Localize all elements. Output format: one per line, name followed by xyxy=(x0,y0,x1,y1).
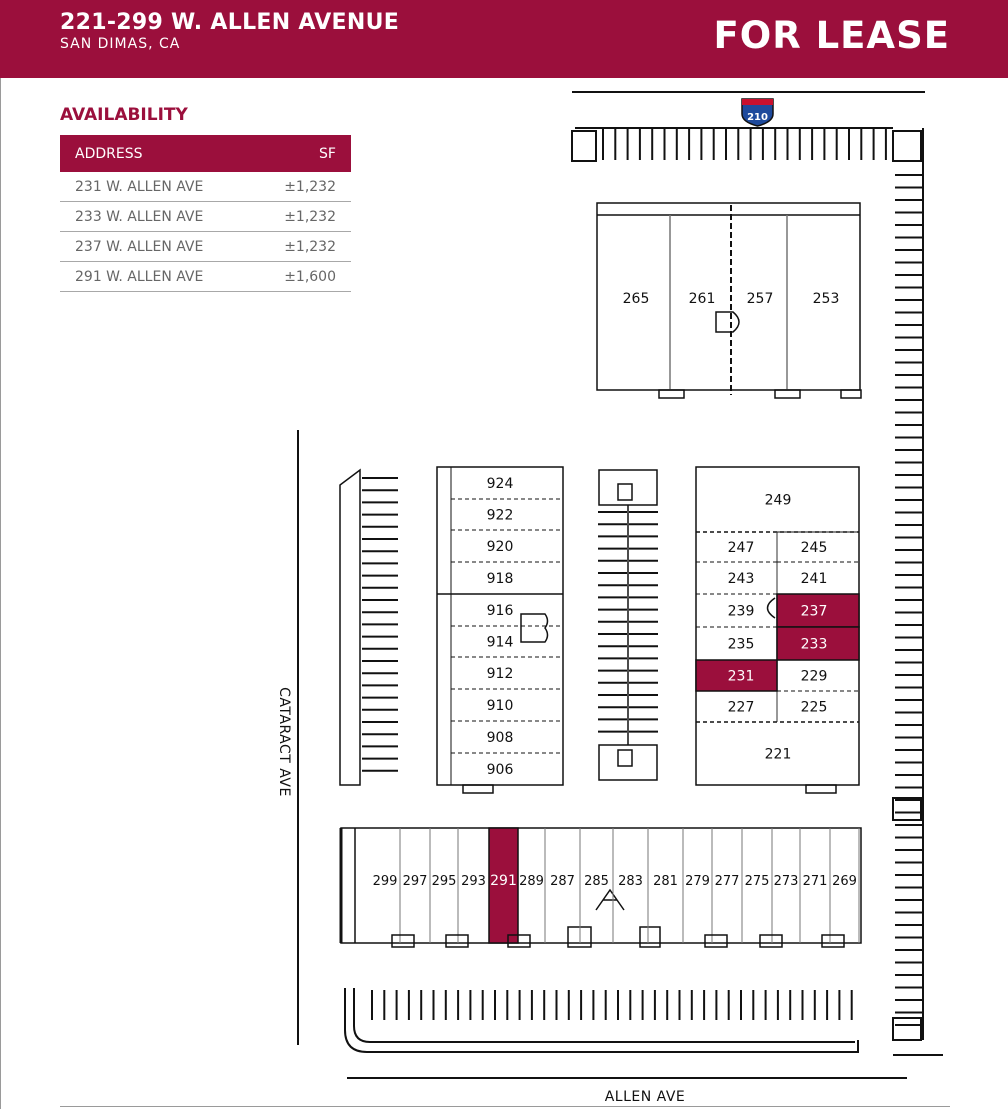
unit-label: 239 xyxy=(728,604,755,620)
unit-label: 910 xyxy=(487,698,514,714)
entrance xyxy=(821,934,845,948)
availability-table: ADDRESS SF 231 W. ALLEN AVE ±1,232 233 W… xyxy=(60,135,351,292)
page-border-left xyxy=(0,78,1,1109)
table-header-row: ADDRESS SF xyxy=(60,135,351,172)
available-unit-highlight xyxy=(695,659,778,692)
planter xyxy=(892,797,922,821)
unit-label: 261 xyxy=(689,291,716,307)
entrance xyxy=(445,934,469,948)
row-address: 291 W. ALLEN AVE xyxy=(60,261,252,292)
building-a xyxy=(339,827,862,948)
road-label-allen: ALLEN AVE xyxy=(605,1089,686,1105)
unit-label: 231 xyxy=(728,669,755,685)
unit-label: 247 xyxy=(728,540,755,556)
unit-label: 291 xyxy=(490,873,517,889)
table-row: 237 W. ALLEN AVE ±1,232 xyxy=(60,231,351,262)
unit-label: 235 xyxy=(728,637,755,653)
row-address: 233 W. ALLEN AVE xyxy=(60,201,252,232)
entrance xyxy=(391,934,415,948)
available-unit-highlight xyxy=(776,626,860,661)
west-parking xyxy=(339,468,361,786)
unit-label: 225 xyxy=(801,700,828,716)
highway-number: 210 xyxy=(747,112,768,123)
unit-label: 908 xyxy=(487,730,514,746)
unit-label: 295 xyxy=(432,874,457,889)
unit-label: 287 xyxy=(550,874,575,889)
availability-title: AVAILABILITY xyxy=(60,105,188,125)
unit-label: 924 xyxy=(487,476,514,492)
road-label-cataract: CATARACT AVE xyxy=(276,687,292,797)
unit-label: 285 xyxy=(584,874,609,889)
unit-label: 273 xyxy=(774,874,799,889)
table-row: 231 W. ALLEN AVE ±1,232 xyxy=(60,172,351,202)
unit-label: 922 xyxy=(487,508,514,524)
header-banner: 221-299 W. ALLEN AVENUE SAN DIMAS, CA FO… xyxy=(0,0,1008,78)
column-header-address: ADDRESS xyxy=(60,135,252,172)
property-city: SAN DIMAS, CA xyxy=(60,36,181,52)
unit-label: 281 xyxy=(653,874,678,889)
unit-label: 283 xyxy=(618,874,643,889)
unit-label: 289 xyxy=(519,874,544,889)
planter xyxy=(892,1017,922,1041)
table-row: 291 W. ALLEN AVE ±1,600 xyxy=(60,261,351,292)
unit-label: 257 xyxy=(747,291,774,307)
unit-label: 297 xyxy=(403,874,428,889)
planter xyxy=(892,130,922,162)
unit-label: 241 xyxy=(801,571,828,587)
unit-label: 237 xyxy=(801,604,828,620)
unit-label: 293 xyxy=(461,874,486,889)
column-header-sf: SF xyxy=(251,135,351,172)
unit-label: 912 xyxy=(487,666,514,682)
table-row: 233 W. ALLEN AVE ±1,232 xyxy=(60,201,351,232)
lease-status: FOR LEASE xyxy=(713,14,950,57)
row-sf: ±1,600 xyxy=(251,261,351,292)
row-address: 237 W. ALLEN AVE xyxy=(60,231,252,262)
center-parking xyxy=(598,469,658,781)
unit-label: 221 xyxy=(765,747,792,763)
unit-label: 918 xyxy=(487,571,514,587)
entrance xyxy=(759,934,783,948)
unit-label: 916 xyxy=(487,603,514,619)
available-unit-highlight xyxy=(488,827,519,944)
row-sf: ±1,232 xyxy=(251,201,351,232)
row-address: 231 W. ALLEN AVE xyxy=(60,172,252,202)
unit-label: 227 xyxy=(728,700,755,716)
unit-label: 265 xyxy=(623,291,650,307)
unit-label: 920 xyxy=(487,539,514,555)
unit-label: 914 xyxy=(487,635,514,651)
unit-label: 229 xyxy=(801,669,828,685)
unit-label: 253 xyxy=(813,291,840,307)
unit-label: 233 xyxy=(801,637,828,653)
unit-label: 245 xyxy=(801,540,828,556)
unit-label: 279 xyxy=(685,874,710,889)
unit-label: 271 xyxy=(803,874,828,889)
row-sf: ±1,232 xyxy=(251,172,351,202)
unit-label: 277 xyxy=(715,874,740,889)
highway-shield-icon: 210 xyxy=(741,98,774,127)
entrance xyxy=(704,934,728,948)
page-border-bottom xyxy=(60,1106,950,1107)
building-d xyxy=(596,202,862,399)
unit-label: 269 xyxy=(832,874,857,889)
planter xyxy=(571,130,597,162)
unit-label: 243 xyxy=(728,571,755,587)
entrance xyxy=(507,934,531,948)
unit-label: 299 xyxy=(373,874,398,889)
unit-label: 249 xyxy=(765,493,792,509)
property-address: 221-299 W. ALLEN AVENUE xyxy=(60,10,400,35)
unit-label: 275 xyxy=(745,874,770,889)
row-sf: ±1,232 xyxy=(251,231,351,262)
unit-label: 906 xyxy=(487,762,514,778)
